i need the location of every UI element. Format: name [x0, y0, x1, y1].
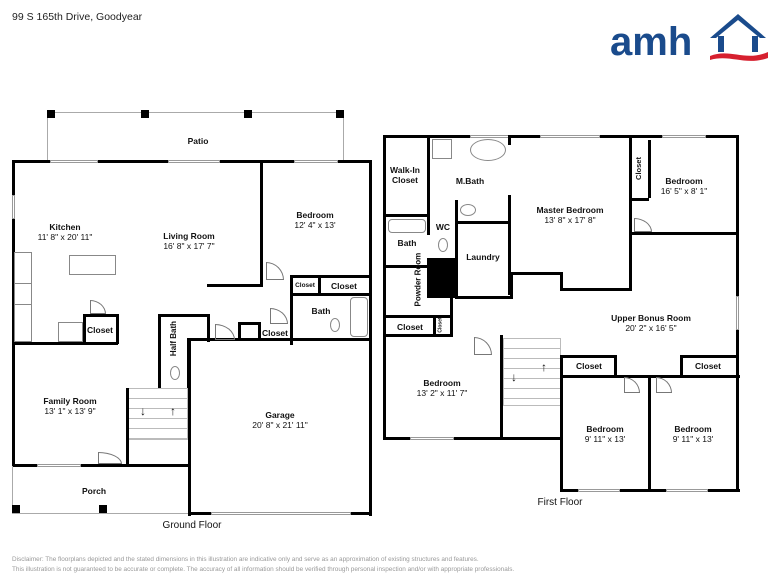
bathtub — [350, 297, 368, 337]
room-closet-small: Closet — [295, 282, 315, 289]
room-closet-hall: Closet — [262, 328, 288, 338]
room-half-bath: Half Bath — [169, 320, 179, 357]
room-wc: WC — [435, 222, 451, 232]
stairs-up-arrow-icon-1: ↑ — [541, 360, 547, 374]
room-closet-tiny: Closet — [437, 317, 444, 333]
room-closet-bed3: Closet — [576, 361, 602, 371]
stairs-down-arrow-icon: ↓ — [140, 404, 146, 418]
room-closet-upstairs: Closet — [633, 157, 643, 180]
room-walk-in-closet: Walk-In Closet — [390, 165, 420, 185]
ground-floor-title: Ground Floor — [162, 520, 222, 531]
svg-text:amh: amh — [610, 20, 692, 62]
room-laundry: Laundry — [466, 252, 500, 262]
room-closet-powder: Closet — [397, 322, 423, 332]
disclaimer-line-2: This illustration is not guaranteed to b… — [12, 566, 515, 573]
room-powder-room: Powder Room — [413, 252, 423, 307]
room-patio: Patio — [187, 136, 209, 146]
toilet — [330, 318, 340, 332]
room-bath-ground: Bath — [311, 306, 331, 316]
room-closet-bed4: Closet — [695, 361, 721, 371]
kitchen-island — [69, 255, 116, 275]
bathtub-oval — [470, 139, 506, 161]
stairs-up-arrow-icon: ↑ — [170, 404, 176, 418]
disclaimer-line-1: Disclaimer: The floorplans depicted and … — [12, 556, 479, 563]
stairs-down-arrow-icon-1: ↓ — [511, 370, 517, 384]
room-porch: Porch — [81, 486, 107, 496]
sink — [460, 204, 476, 216]
room-master-bath: M.Bath — [455, 176, 485, 186]
room-closet-kitchen: Closet — [87, 325, 113, 335]
property-address: 99 S 165th Drive, Goodyear — [12, 11, 143, 23]
amh-logo: amh — [610, 14, 768, 62]
stove-icon — [14, 283, 32, 305]
shower — [432, 139, 452, 159]
room-closet: Closet — [331, 281, 357, 291]
room-bath-upstairs: Bath — [397, 238, 417, 248]
first-floor-title: First Floor — [537, 497, 583, 508]
